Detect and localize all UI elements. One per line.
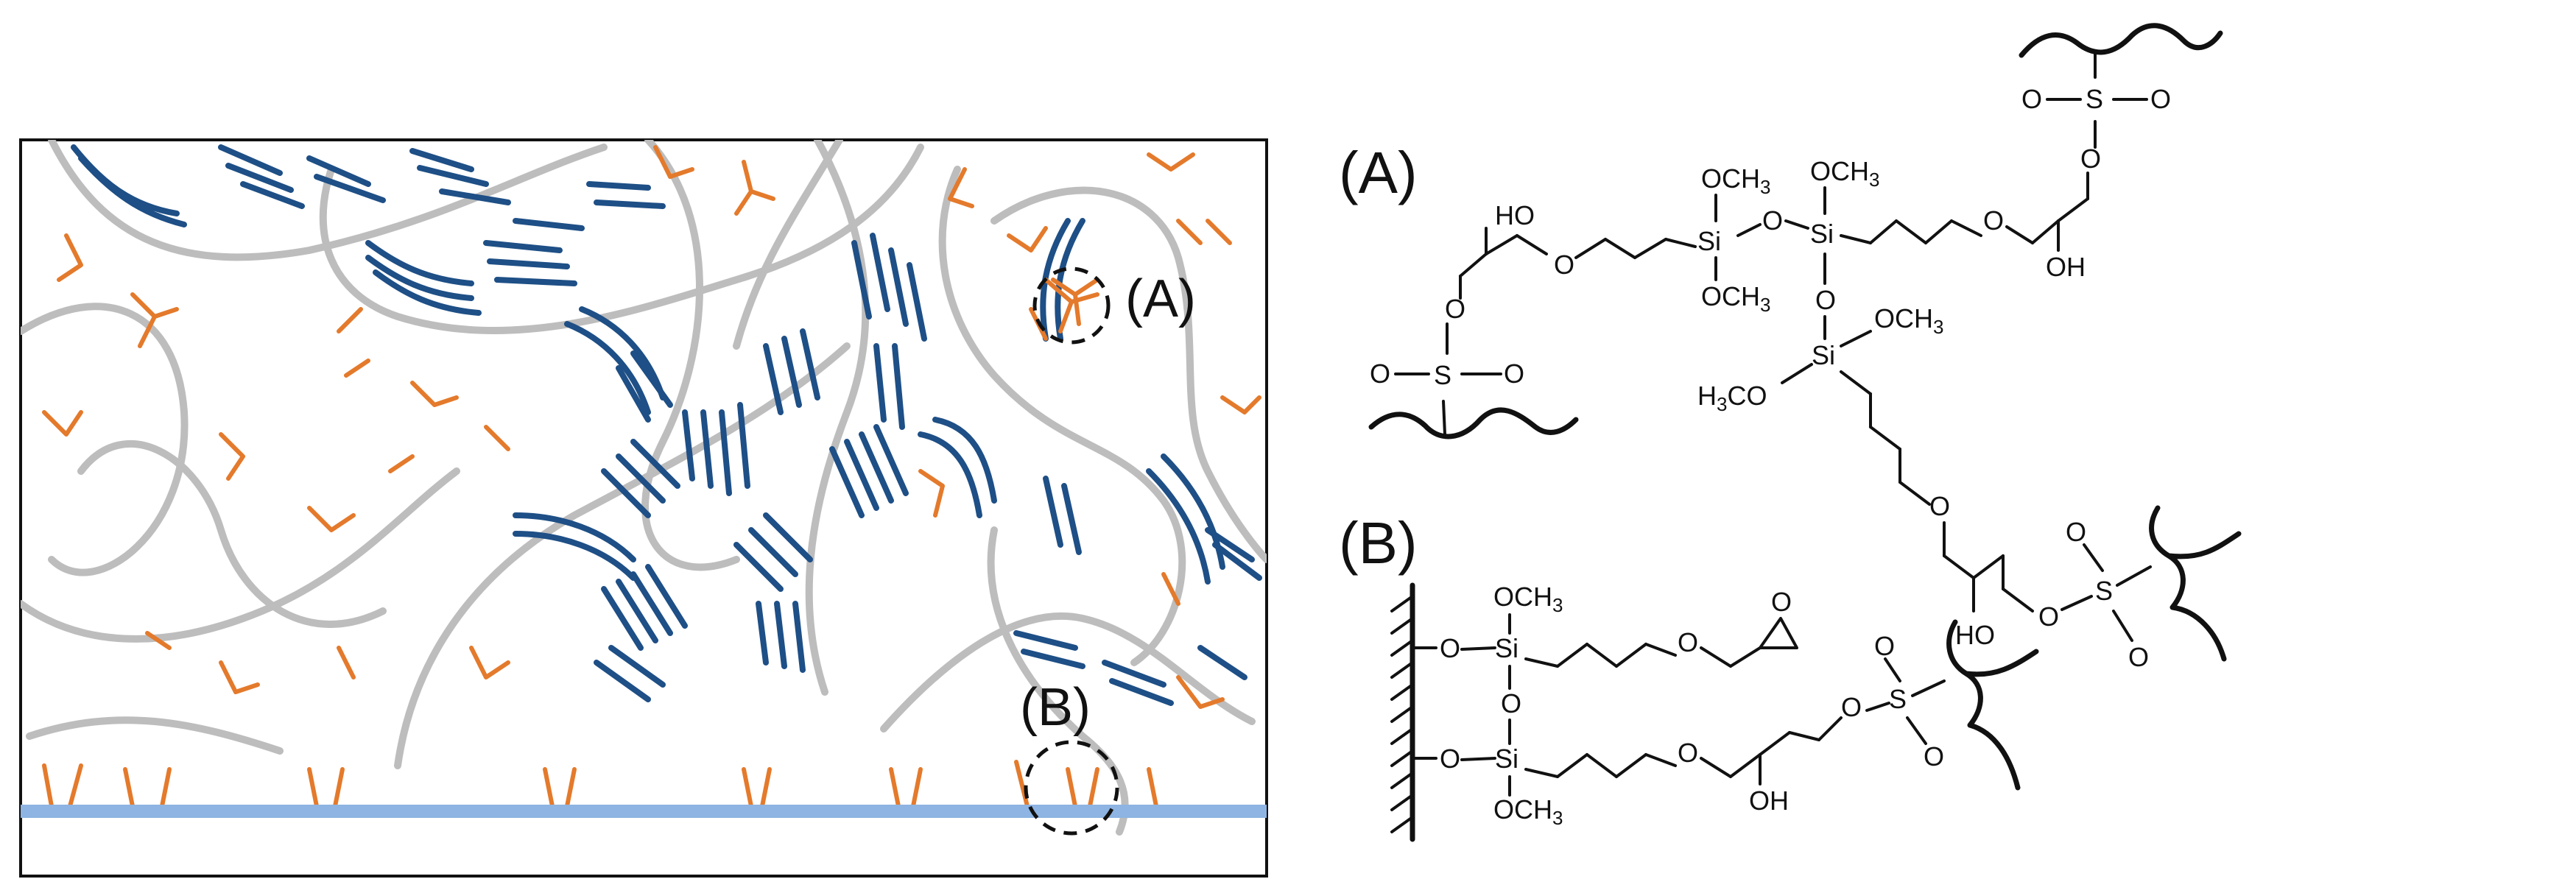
callout-b-circle [1024, 740, 1119, 836]
svg-text:O: O [1678, 627, 1698, 657]
polymer-chain-bottom-right [2149, 505, 2242, 662]
svg-text:O: O [1841, 692, 1862, 722]
svg-text:OCH3: OCH3 [1701, 281, 1770, 316]
polymer-chain-left [1368, 407, 1579, 440]
substrate-layer [21, 805, 1267, 818]
silicon-atom-2: Si [1810, 219, 1834, 249]
svg-text:O: O [1924, 741, 1944, 772]
polymer-chain-b [1946, 619, 2039, 791]
svg-text:H3CO: H3CO [1697, 381, 1767, 415]
svg-text:O: O [1445, 294, 1465, 324]
sulfur-bottom-right: S [2095, 576, 2113, 606]
sulfur-left: S [1434, 360, 1451, 390]
svg-text:OCH3: OCH3 [1701, 163, 1770, 198]
svg-text:O: O [1501, 688, 1521, 719]
svg-text:O: O [1983, 205, 2004, 236]
silicon-atom-3: Si [1812, 340, 1835, 370]
svg-text:O: O [2021, 84, 2042, 114]
svg-text:O: O [1762, 205, 1783, 236]
callout-a-label: (A) [1125, 269, 1196, 328]
network-schematic: (A) (B) [19, 138, 1268, 878]
silicon-atom-b1: Si [1495, 633, 1518, 663]
panel-a-label: (A) [1339, 140, 1418, 205]
svg-text:HO: HO [1955, 620, 1995, 650]
svg-text:OCH3: OCH3 [1493, 794, 1563, 829]
crosslinkers [42, 145, 1261, 808]
aligned-chain-segments [71, 144, 1262, 706]
svg-text:O: O [1771, 587, 1792, 617]
svg-text:OCH3: OCH3 [1874, 303, 1943, 338]
svg-text:O: O [2038, 601, 2059, 632]
svg-text:HO: HO [1495, 200, 1535, 230]
svg-text:O: O [2080, 144, 2101, 174]
structure-a: (A) S O O O HO O Si OCH3 OCH3 O Si OCH3 [1339, 23, 2242, 672]
fiber-strands [21, 140, 1267, 836]
polymer-chain-top-right [2019, 23, 2223, 58]
svg-text:O: O [1370, 359, 1390, 389]
svg-text:OH: OH [1749, 786, 1789, 816]
epoxide-ring [1759, 617, 1798, 649]
svg-text:O: O [2128, 642, 2149, 672]
svg-text:O: O [1440, 633, 1460, 663]
svg-text:O: O [1504, 359, 1524, 389]
silicon-atom-b2: Si [1495, 744, 1518, 774]
svg-text:O: O [1815, 285, 1836, 315]
callout-b-label: (B) [1020, 678, 1091, 737]
svg-text:OH: OH [2046, 252, 2086, 282]
callout-a-circle [1032, 266, 1111, 345]
sulfur-b: S [1889, 684, 1907, 714]
structure-b: (B) O Si OCH3 O O [1339, 510, 2039, 842]
svg-text:O: O [1678, 738, 1698, 768]
svg-text:O: O [1554, 250, 1574, 280]
svg-text:OCH3: OCH3 [1493, 582, 1563, 616]
svg-text:O: O [1874, 631, 1895, 661]
sulfur-top-right: S [2086, 84, 2103, 114]
svg-text:O: O [1440, 744, 1460, 774]
panel-b-label: (B) [1339, 510, 1418, 576]
svg-text:O: O [1929, 491, 1950, 521]
svg-text:OCH3: OCH3 [1810, 156, 1879, 191]
svg-text:O: O [2150, 84, 2171, 114]
surface-hatching [1390, 595, 1414, 833]
svg-text:O: O [2066, 517, 2086, 547]
silicon-atom-1: Si [1697, 226, 1721, 256]
